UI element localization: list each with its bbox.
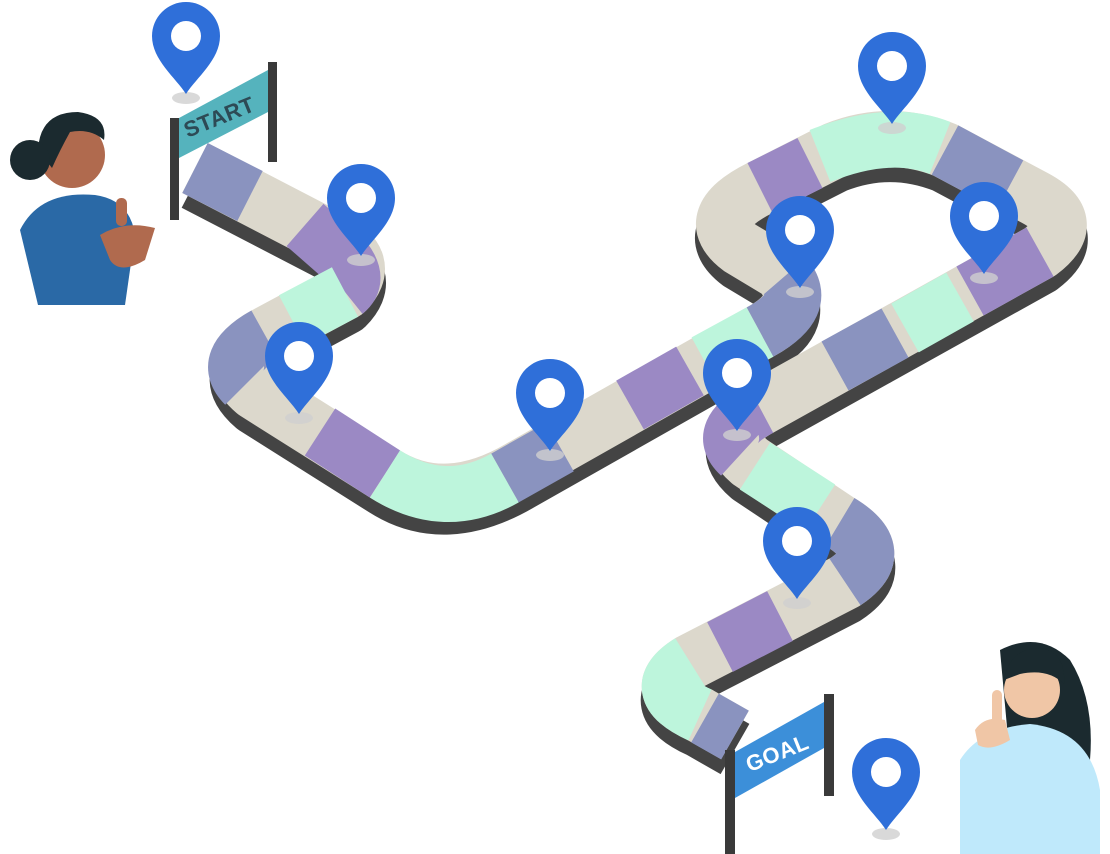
start-flag: START <box>170 62 277 220</box>
goal-character <box>960 642 1100 854</box>
map-pin-icon <box>327 164 395 266</box>
map-pin-icon <box>858 32 926 134</box>
map-pin-icon <box>950 182 1018 284</box>
map-pin-icon <box>766 196 834 298</box>
map-pin-icon <box>152 2 220 104</box>
map-pin-icon <box>852 738 920 840</box>
start-character <box>10 112 155 305</box>
map-pins <box>152 2 1018 840</box>
map-pin-icon <box>515 358 584 461</box>
map-pin-icon <box>265 322 333 424</box>
map-pin-icon <box>703 339 771 441</box>
map-pin-icon <box>763 507 831 609</box>
